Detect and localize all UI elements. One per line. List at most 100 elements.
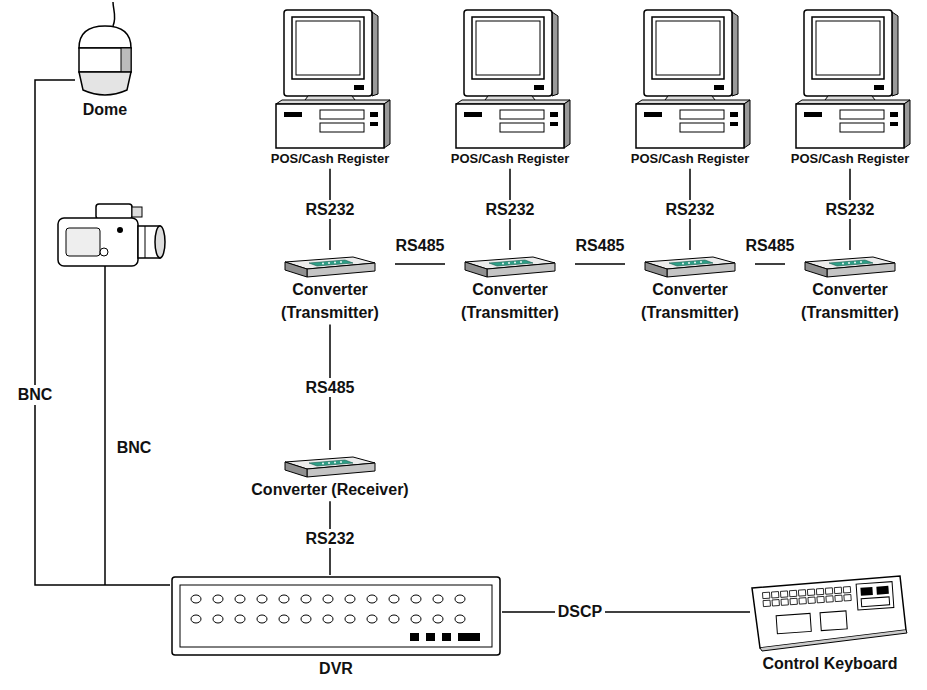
icon-part bbox=[433, 615, 443, 623]
icon-part bbox=[805, 262, 827, 277]
icon-part bbox=[320, 123, 364, 132]
camera-part bbox=[104, 266, 106, 585]
icon-part bbox=[744, 100, 750, 148]
icon-part bbox=[285, 262, 307, 277]
icon-part bbox=[257, 595, 267, 603]
icon-part bbox=[322, 263, 324, 265]
icon-part bbox=[680, 110, 724, 119]
icon-part bbox=[798, 590, 805, 596]
icon-part bbox=[817, 596, 824, 602]
icon-part bbox=[410, 633, 419, 641]
icon-part bbox=[552, 12, 558, 96]
camera-part bbox=[145, 226, 146, 258]
device-label: POS/Cash Register bbox=[258, 150, 403, 169]
icon-part bbox=[825, 588, 832, 594]
icon-part bbox=[389, 615, 399, 623]
icon-part bbox=[812, 17, 884, 79]
converter-icon bbox=[265, 250, 395, 278]
signal-label: DSCP bbox=[555, 602, 605, 621]
icon-part bbox=[762, 582, 895, 635]
icon-part bbox=[790, 598, 797, 604]
icon-part bbox=[340, 261, 342, 263]
icon-part bbox=[79, 26, 131, 48]
icon-part bbox=[763, 600, 770, 606]
icon-part bbox=[191, 615, 201, 623]
dvr-icon bbox=[170, 575, 502, 657]
icon-part bbox=[334, 462, 336, 464]
converter-node: Converter (Receiver) bbox=[235, 450, 425, 501]
icon-part bbox=[354, 85, 364, 90]
icon-part bbox=[340, 461, 342, 463]
cable-connector bbox=[755, 263, 785, 265]
icon-part bbox=[235, 595, 245, 603]
icon-part bbox=[322, 463, 324, 465]
signal-label: BNC bbox=[114, 438, 155, 457]
icon-part bbox=[904, 100, 910, 148]
camera-part bbox=[100, 248, 108, 256]
device-label: POS/Cash Register bbox=[778, 150, 923, 169]
icon-part bbox=[328, 262, 330, 264]
icon-part bbox=[730, 112, 738, 117]
icon-part bbox=[861, 597, 889, 607]
icon-part bbox=[465, 262, 487, 277]
icon-part bbox=[334, 262, 336, 264]
icon-part bbox=[191, 595, 201, 603]
icon-part bbox=[279, 595, 289, 603]
icon-part bbox=[856, 582, 894, 610]
signal-label: RS485 bbox=[573, 236, 628, 255]
converter-node: Converter (Transmitter) bbox=[785, 250, 915, 324]
icon-part bbox=[834, 587, 841, 593]
icon-part bbox=[301, 595, 311, 603]
pos-computer-icon bbox=[618, 8, 763, 150]
icon-part bbox=[799, 598, 806, 604]
signal-label: RS232 bbox=[823, 200, 878, 219]
signal-label: RS232 bbox=[303, 200, 358, 219]
dome-camera-icon bbox=[75, 2, 135, 98]
icon-part bbox=[714, 85, 724, 90]
converter-node: Converter (Transmitter) bbox=[265, 250, 395, 324]
keyboard-node: Control Keyboard bbox=[750, 572, 910, 675]
icon-part bbox=[669, 260, 713, 266]
icon-part bbox=[688, 262, 690, 264]
icon-part bbox=[796, 104, 904, 148]
icon-part bbox=[652, 17, 724, 79]
icon-part bbox=[411, 595, 421, 603]
dome-node: Dome bbox=[75, 2, 135, 121]
camera-part bbox=[66, 228, 100, 256]
icon-part bbox=[816, 21, 880, 75]
camera-part bbox=[117, 227, 123, 233]
converter-icon bbox=[785, 250, 915, 278]
converter-node: Converter (Transmitter) bbox=[625, 250, 755, 324]
icon-part bbox=[840, 110, 884, 119]
icon-part bbox=[781, 599, 788, 605]
signal-label: RS232 bbox=[663, 200, 718, 219]
icon-part bbox=[433, 595, 443, 603]
icon-part bbox=[645, 262, 667, 277]
icon-part bbox=[370, 122, 378, 126]
device-label: Converter (Transmitter) bbox=[445, 278, 575, 324]
converter-icon bbox=[445, 250, 575, 278]
dvr-node: DVR bbox=[170, 575, 502, 680]
icon-part bbox=[455, 615, 465, 623]
icon-part bbox=[644, 112, 662, 117]
pos-node: POS/Cash Register bbox=[438, 8, 583, 169]
converter-icon bbox=[265, 450, 395, 478]
pos-node: POS/Cash Register bbox=[778, 8, 923, 169]
icon-part bbox=[771, 592, 778, 598]
icon-part bbox=[172, 577, 500, 655]
icon-part bbox=[464, 112, 482, 117]
icon-part bbox=[820, 611, 847, 631]
device-label: Converter (Transmitter) bbox=[785, 278, 915, 324]
icon-part bbox=[79, 48, 131, 72]
icon-part bbox=[458, 633, 480, 641]
icon-part bbox=[807, 589, 814, 595]
icon-part bbox=[860, 261, 862, 263]
icon-part bbox=[842, 263, 844, 265]
icon-part bbox=[372, 12, 378, 96]
pos-computer-icon bbox=[778, 8, 923, 150]
icon-part bbox=[367, 595, 377, 603]
pos-computer-icon bbox=[258, 8, 403, 150]
icon-part bbox=[860, 587, 873, 596]
icon-part bbox=[502, 263, 504, 265]
icon-part bbox=[835, 595, 842, 601]
